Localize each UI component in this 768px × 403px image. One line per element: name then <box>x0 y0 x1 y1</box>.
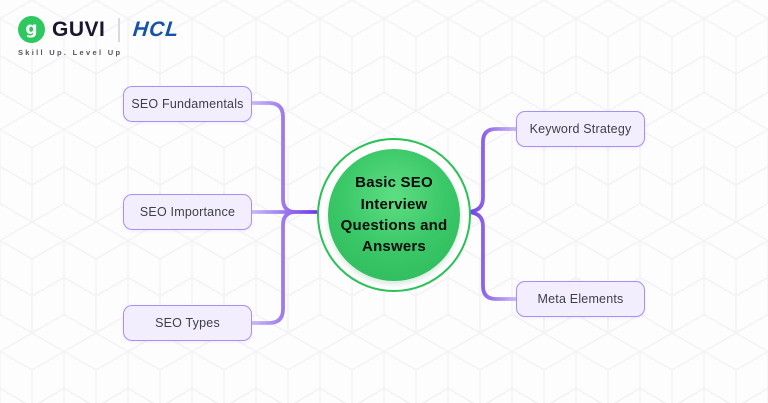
logo-divider <box>118 17 121 42</box>
guvi-wordmark: GUVI <box>52 17 106 41</box>
node-seo-types[interactable]: SEO Types <box>123 305 252 341</box>
center-topic-line: Interview <box>360 195 428 213</box>
hcl-wordmark: HCL <box>132 17 181 41</box>
node-seo-importance[interactable]: SEO Importance <box>123 194 252 230</box>
node-seo-fundamentals[interactable]: SEO Fundamentals <box>123 86 252 122</box>
guvi-icon-glyph: g <box>25 19 38 39</box>
node-keyword-strategy[interactable]: Keyword Strategy <box>516 111 645 147</box>
center-topic-line: Basic SEO <box>355 174 433 192</box>
center-topic-node[interactable]: Basic SEO Interview Questions and Answer… <box>317 138 471 292</box>
guvi-logo-icon: g <box>18 16 45 43</box>
brand-logo: g GUVI HCL Skill Up. Level Up <box>18 16 181 57</box>
node-label: SEO Types <box>155 316 220 330</box>
node-meta-elements[interactable]: Meta Elements <box>516 281 645 317</box>
center-topic-circle: Basic SEO Interview Questions and Answer… <box>328 149 460 281</box>
node-label: Keyword Strategy <box>529 122 632 136</box>
node-label: Meta Elements <box>537 292 624 306</box>
center-topic-line: Answers <box>362 238 426 256</box>
brand-tagline: Skill Up. Level Up <box>18 48 123 57</box>
center-topic-line: Questions and <box>340 217 448 234</box>
node-label: SEO Importance <box>139 205 236 219</box>
node-label: SEO Fundamentals <box>131 97 244 111</box>
